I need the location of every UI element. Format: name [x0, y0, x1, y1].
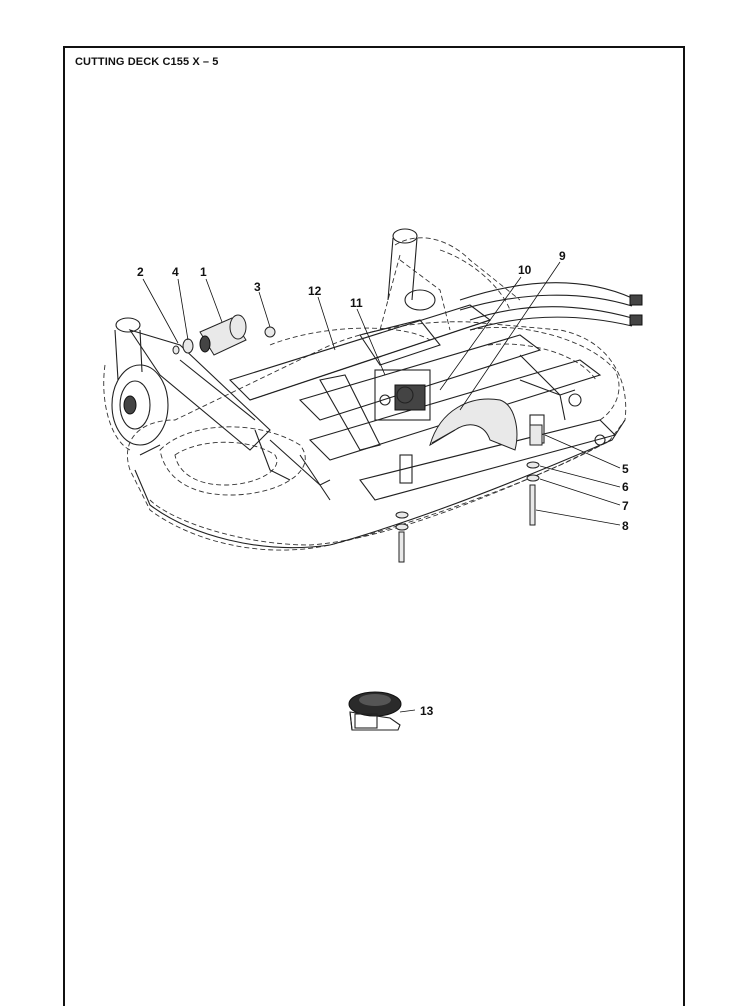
callout-9: 9 [559, 249, 566, 263]
part-9-belt-shield [429, 398, 518, 451]
drawing-title: CUTTING DECK C155 X – 5 [75, 56, 219, 68]
callout-5: 5 [622, 462, 629, 476]
callout-8: 8 [622, 519, 629, 533]
callout-numbers: 2 4 1 3 12 11 10 9 5 6 7 8 13 [137, 249, 629, 718]
callout-13: 13 [420, 704, 434, 718]
cutting-deck-housing [127, 237, 627, 551]
callout-6: 6 [622, 480, 629, 494]
hydraulic-hoses [459, 282, 643, 331]
part-1-cylinder [199, 314, 247, 356]
callout-4: 4 [172, 265, 179, 279]
part-stack-centre [395, 511, 409, 563]
part-washers [172, 326, 276, 355]
drawing-frame [63, 46, 685, 1006]
callout-11: 11 [350, 296, 363, 310]
callout-10: 10 [518, 263, 532, 277]
part-13-strap-roll [348, 691, 402, 731]
callout-3: 3 [254, 280, 261, 294]
callout-2: 2 [137, 265, 144, 279]
callout-1: 1 [200, 265, 207, 279]
front-caster-wheel [103, 317, 169, 451]
rear-pivot-bracket [387, 228, 451, 331]
gearbox-assembly [359, 319, 441, 421]
callout-7: 7 [622, 499, 629, 513]
callout-12: 12 [308, 284, 322, 298]
part-5-6-7-8-stack-right [526, 424, 543, 526]
leader-lines [142, 261, 621, 713]
